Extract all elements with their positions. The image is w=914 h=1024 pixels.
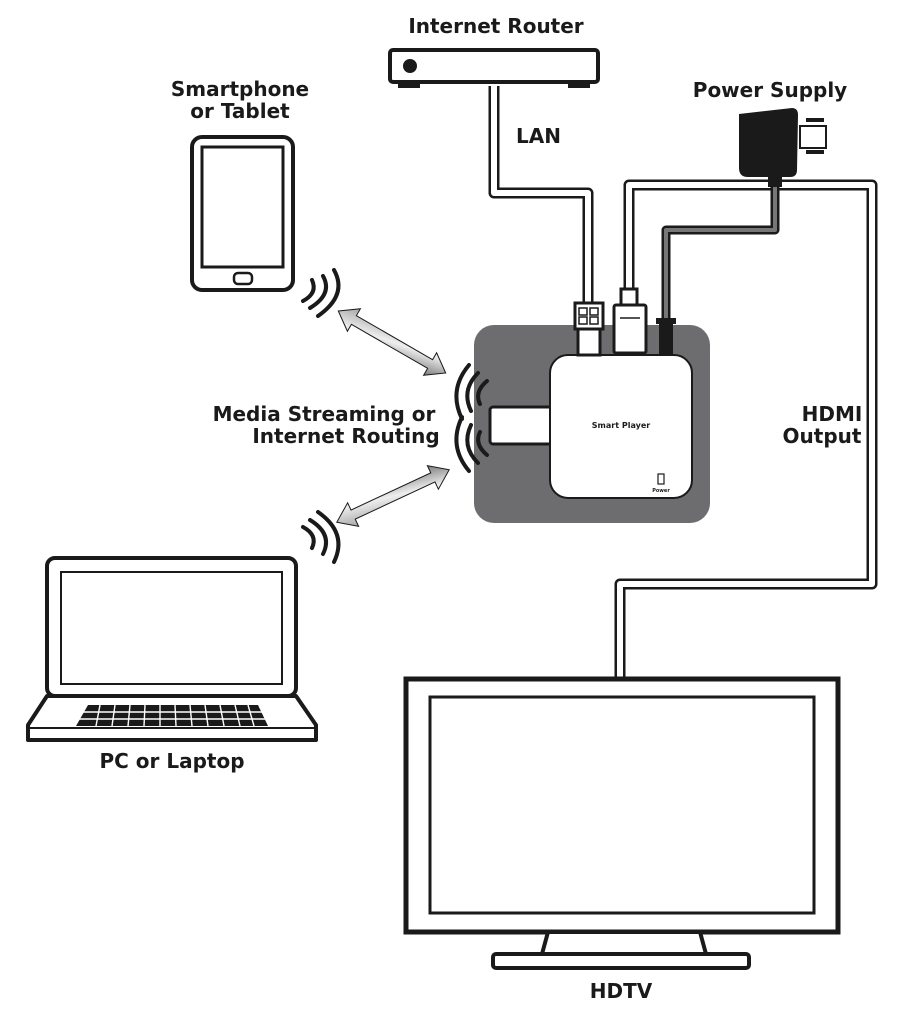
power-supply [739,108,827,187]
wireless-arrow-upper [337,308,447,376]
wireless-arrow-lower [336,464,450,528]
player-label: Smart Player [592,421,650,430]
hdmi-connector [612,287,648,355]
lan-label: LAN [516,124,561,148]
tablet-icon [190,135,295,292]
lan-connector [573,301,605,357]
power-connector [656,318,676,356]
internet-router [388,48,600,88]
hdmi-label-line2: Output [783,424,862,448]
wifi-signal-icon [301,268,341,318]
power-button-label: Power [652,488,670,494]
hdtv-icon [403,676,841,970]
laptop-icon [26,556,318,742]
laptop-keyboard [78,704,266,727]
smartphone-label-line2: or Tablet [190,99,290,123]
streaming-label-line2: Internet Routing [252,424,439,448]
router-label: Internet Router [408,14,583,38]
lan-cable [488,86,594,305]
wifi-signal-icon [301,510,341,564]
smartphone-label-line1: Smartphone [171,77,309,101]
streaming-label-line1: Media Streaming or [213,402,436,426]
wifi-signal-icon [454,363,489,421]
hdmi-label-line1: HDMI [802,402,863,426]
power-cable [661,187,780,320]
hdtv-label: HDTV [590,979,653,1003]
laptop-label: PC or Laptop [99,749,244,773]
wifi-signal-icon [454,415,489,473]
hdmi-cable [614,179,878,680]
power-supply-label: Power Supply [693,78,847,102]
smart-player [474,325,710,523]
